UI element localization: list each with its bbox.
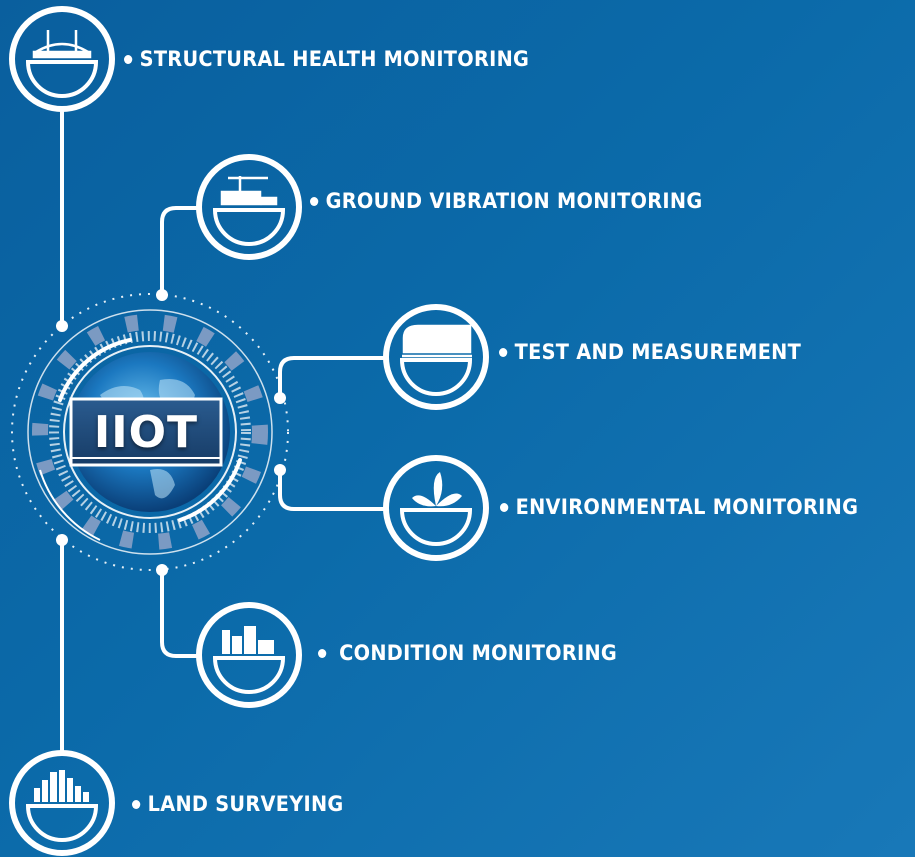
bullet-icon <box>499 347 508 357</box>
hub-band <box>69 397 223 467</box>
train-icon <box>402 324 472 358</box>
plant-leaves-icon <box>412 472 462 507</box>
bullet-icon <box>132 799 141 809</box>
label-environmental-text: ENVIRONMENTAL MONITORING <box>515 495 859 519</box>
bullet-icon <box>310 196 319 206</box>
label-test-text: TEST AND MEASUREMENT <box>514 340 802 364</box>
node-ground[interactable] <box>196 154 302 260</box>
node-structural[interactable] <box>9 6 115 112</box>
label-ground-text: GROUND VIBRATION MONITORING <box>325 189 703 213</box>
bullet-icon <box>124 54 133 64</box>
node-environmental[interactable] <box>383 455 489 561</box>
label-test: TEST AND MEASUREMENT <box>499 340 801 364</box>
label-ground: GROUND VIBRATION MONITORING <box>310 189 702 213</box>
bridge-icon <box>32 30 92 59</box>
city-skyline-icon <box>34 770 89 802</box>
connector-environmental <box>278 468 387 511</box>
label-condition-text: CONDITION MONITORING <box>339 641 618 665</box>
construction-crane-icon <box>220 176 278 206</box>
bullet-icon <box>318 648 327 658</box>
bullet-icon <box>500 502 509 512</box>
connector-condition <box>160 568 200 658</box>
label-structural: STRUCTURAL HEALTH MONITORING <box>124 47 529 71</box>
node-condition[interactable] <box>196 602 302 708</box>
node-land[interactable] <box>9 750 115 856</box>
label-land-text: LAND SURVEYING <box>147 792 344 816</box>
label-environmental: ENVIRONMENTAL MONITORING <box>500 495 858 519</box>
connector-lines <box>60 108 387 754</box>
factory-icon <box>222 626 274 654</box>
label-condition: CONDITION MONITORING <box>318 641 617 665</box>
hub-label: IIOT <box>93 406 199 458</box>
hub-rings <box>11 293 289 571</box>
node-test[interactable] <box>383 304 489 410</box>
label-structural-text: STRUCTURAL HEALTH MONITORING <box>139 47 530 71</box>
connector-test <box>278 356 387 400</box>
connector-ground <box>160 206 200 297</box>
label-land: LAND SURVEYING <box>132 792 344 816</box>
